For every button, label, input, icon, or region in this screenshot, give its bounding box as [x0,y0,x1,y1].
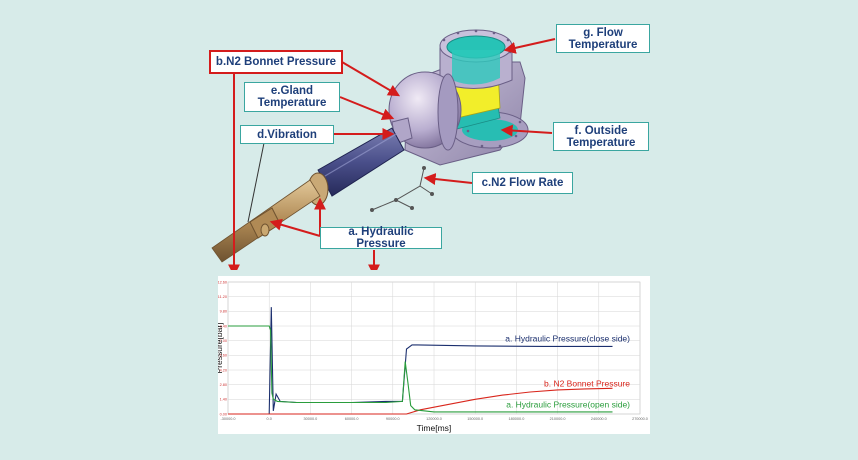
y-tick-label: 2.80 [220,383,227,387]
label-hydraulic-pressure: a. Hydraulic Pressure [320,226,442,250]
y-tick-label: 11.20 [218,295,227,299]
series-label: a. Hydraulic Pressure(close side) [505,334,630,344]
series-label: a. Hydraulic Pressure(open side) [506,400,630,410]
series-line [228,325,613,413]
x-tick-label: 150000.0 [467,417,483,421]
pressure-chart: -30000.0 0.0 30000.0 60000.0 90000.0 120000.0… [218,280,648,433]
y-tick-label: 1.40 [220,398,227,402]
label-n2-flow-rate: c.N2 Flow Rate [472,172,573,194]
y-tick-label: 7.00 [220,339,227,343]
x-tick-label: 240000.0 [591,417,607,421]
y-tick-label: 9.80 [220,310,227,314]
x-tick-label: -30000.0 [221,417,236,421]
valve-actuator-illustration [211,29,529,263]
y-tick-label: 0.00 [220,412,227,416]
y-tick-label: 4.20 [220,368,227,372]
x-axis-label: Time[ms] [417,423,452,433]
series-label: b. N2 Bonnet Pressure [544,379,630,389]
x-tick-label: 210000.0 [550,417,566,421]
x-tick-label: 90000.0 [386,417,400,421]
label-n2-bonnet-pressure: b.N2 Bonnet Pressure [209,50,343,74]
y-tick-label: 8.40 [220,324,227,328]
label-flow-temperature: g. Flow Temperature [556,24,650,53]
pressure-chart-panel: -30000.0 0.0 30000.0 60000.0 90000.0 120000.0… [218,276,650,434]
y-axis-label: Pressure[bar] [218,322,224,373]
y-tick-label: 5.60 [220,354,227,358]
x-tick-label: 180000.0 [508,417,524,421]
y-tick-label: 12.60 [218,280,227,284]
label-vibration: d.Vibration [240,125,334,144]
x-tick-label: 270000.0 [632,417,648,421]
x-tick-label: 0.0 [267,417,272,421]
series-line [228,387,613,415]
x-tick-label: 120000.0 [426,417,442,421]
x-tick-label: 60000.0 [345,417,359,421]
label-gland-temperature: e.Gland Temperature [244,82,340,112]
label-outside-temperature: f. Outside Temperature [553,122,649,151]
x-tick-label: 30000.0 [304,417,318,421]
